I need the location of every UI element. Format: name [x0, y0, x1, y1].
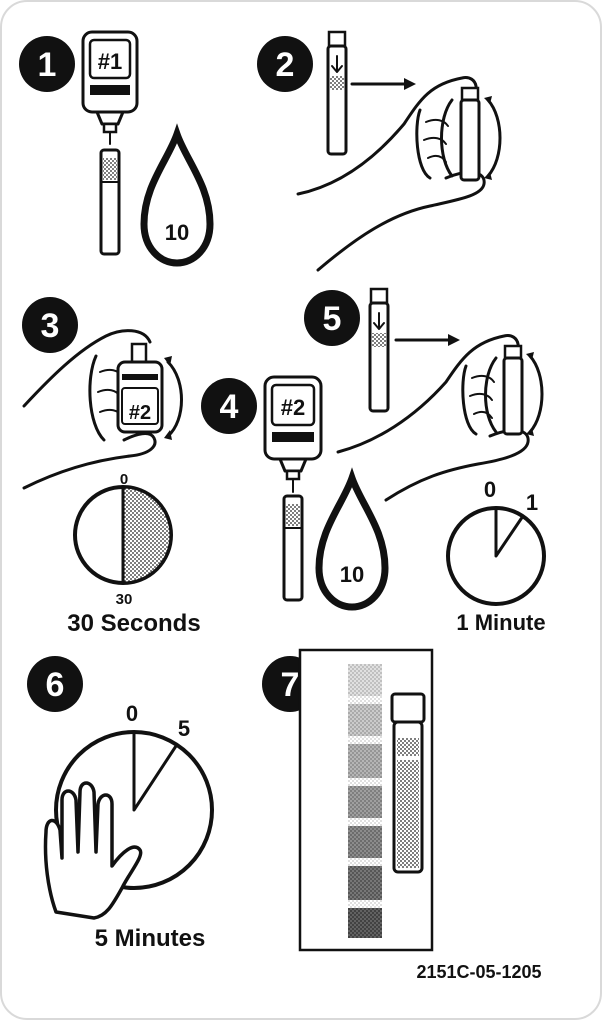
- step-2: 2: [257, 30, 502, 272]
- drop-count-1: 10: [165, 220, 189, 245]
- drop-count-4: 10: [340, 562, 364, 587]
- reagent-bottle-1: #1: [81, 30, 139, 145]
- timer-end-label-6: 5: [178, 716, 190, 741]
- step-badge-2: [257, 36, 313, 92]
- bottle-label-1: #1: [98, 49, 122, 74]
- step-3: 3 #2 0 30 30 Seconds: [22, 297, 201, 637]
- step-4: 4 #2 10: [201, 375, 389, 611]
- timer-start-label-6: 0: [126, 701, 138, 726]
- hand-shaking-bottle-icon: #2: [22, 329, 183, 490]
- hand-shaking-tube-icon-5: [336, 334, 544, 502]
- step-number-7: 7: [281, 666, 300, 704]
- timer-hand-6: [132, 730, 178, 812]
- step-badge-6: [27, 656, 83, 712]
- test-tube-4: [282, 494, 304, 602]
- step-badge-3: [22, 297, 78, 353]
- timer-end-label-3: 30: [116, 591, 133, 608]
- timer-start-label-5: 0: [484, 477, 496, 502]
- step-badge-5: [304, 290, 360, 346]
- step-1: 1 #1 10: [19, 30, 214, 267]
- drop-icon-1: 10: [140, 123, 214, 267]
- timer-start-label-3: 0: [120, 471, 128, 488]
- step-5: 5 0 1 1 Minute: [304, 287, 546, 635]
- bottle-label-2: #2: [281, 395, 305, 420]
- reagent-bottle-2: #2: [263, 375, 323, 493]
- bottle-label-2-small: #2: [129, 402, 151, 424]
- capped-tube-2: [326, 30, 348, 156]
- footer-code: 2151C-05-1205: [416, 962, 541, 982]
- step-7: 7: [262, 648, 434, 952]
- timer-30-seconds: 0 30 30 Seconds: [67, 471, 200, 637]
- capped-tube-5: [368, 287, 390, 413]
- step-number-5: 5: [323, 300, 342, 338]
- step-number-3: 3: [41, 307, 60, 345]
- timer-caption-3: 30 Seconds: [67, 610, 200, 637]
- step-number-2: 2: [276, 46, 295, 84]
- hand-shaking-tube-icon: [296, 76, 502, 272]
- step-number-6: 6: [46, 666, 65, 704]
- timer-caption-5: 1 Minute: [456, 610, 545, 635]
- test-tube-7: [390, 692, 426, 874]
- step-badge-1: [19, 36, 75, 92]
- step-number-1: 1: [38, 46, 57, 84]
- step-6: 6 0 5 5 Minutes: [27, 656, 214, 952]
- timer-1-minute: 0 1 1 Minute: [446, 477, 546, 635]
- timer-end-label-5: 1: [526, 490, 538, 515]
- timer-elapsed-fill-3: [121, 485, 173, 585]
- drop-icon-4: 10: [315, 467, 389, 611]
- step-number-4: 4: [220, 388, 239, 426]
- timer-hand-5: [494, 506, 525, 558]
- timer-caption-6: 5 Minutes: [95, 925, 206, 952]
- test-tube-1: [99, 148, 121, 256]
- step-badge-4: [201, 378, 257, 434]
- stop-hand-icon: [43, 781, 143, 920]
